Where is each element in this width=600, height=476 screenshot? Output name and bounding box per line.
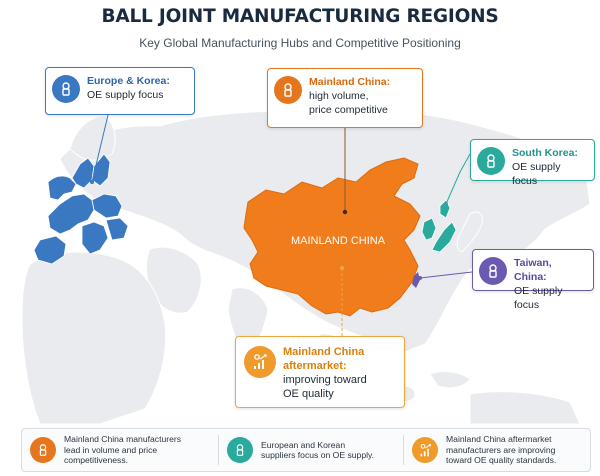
- balljoint-icon: [477, 147, 505, 175]
- callout-aftermarket-body-2: OE quality: [283, 388, 334, 400]
- balljoint-icon: [274, 76, 302, 104]
- footer-am-line-1: Mainland China aftermarket: [446, 434, 552, 445]
- callout-south-korea: South Korea: OE supply focus: [470, 139, 595, 187]
- connector-lines: [90, 114, 473, 336]
- callout-china-body-2: price competitive: [309, 104, 388, 116]
- callout-taiwan-body: OE supply focus: [514, 285, 563, 311]
- taiwan-region: [412, 272, 420, 288]
- growth-chart-icon: [412, 437, 438, 463]
- footer-china-line-1: Mainland China manufacturers: [64, 434, 182, 445]
- growth-chart-icon: [244, 346, 276, 378]
- footer-china-line-3: competitiveness.: [64, 455, 129, 466]
- callout-china-body-1: high volume,: [309, 90, 369, 102]
- callout-china-title: Mainland China:: [309, 76, 391, 88]
- callout-europe-korea: Europe & Korea: OE supply focus: [45, 67, 195, 115]
- callout-taiwan: Taiwan, China:OE supply focus: [472, 249, 594, 311]
- footer-eu-line-1: European and Korean: [261, 439, 346, 450]
- callout-aftermarket-title-2: aftermarket:: [283, 360, 347, 372]
- callout-aftermarket-title-1: Mainland China: [283, 346, 365, 358]
- balljoint-icon: [52, 75, 80, 103]
- callout-taiwan-title: Taiwan, China:: [514, 257, 552, 283]
- china-map-label: MAINLAND CHINA: [291, 235, 386, 247]
- page-title: BALL JOINT MANUFACTURING REGIONS: [101, 6, 499, 27]
- callout-aftermarket-body-1: improving toward: [283, 374, 367, 386]
- footer-am-line-3: toward OE quality standards.: [446, 455, 557, 466]
- callout-europe-title: Europe & Korea:: [87, 75, 170, 87]
- footer-eu-line-2: suppliers focus on OE supply.: [261, 450, 375, 460]
- china-region: MAINLAND CHINA: [243, 157, 421, 317]
- footer-am-line-2: manufacturers are improving: [446, 444, 556, 455]
- balljoint-icon: [227, 437, 253, 463]
- callout-south-korea-body: OE supply focus: [512, 161, 561, 187]
- europe-region: [33, 153, 129, 265]
- footer-china-line-2: lead in volume and price: [64, 444, 158, 455]
- callout-china-aftermarket: Mainland China aftermarket: improving towa…: [235, 336, 405, 408]
- footer-divider: [218, 435, 219, 465]
- callout-mainland-china: Mainland China: high volume, price competi…: [267, 68, 423, 128]
- callout-europe-body: OE supply focus: [87, 89, 164, 101]
- callout-south-korea-title: South Korea:: [512, 147, 578, 159]
- balljoint-icon: [30, 437, 56, 463]
- footer-divider: [403, 435, 404, 465]
- balljoint-icon: [479, 257, 507, 285]
- page-subtitle: Key Global Manufacturing Hubs and Compet…: [139, 36, 461, 50]
